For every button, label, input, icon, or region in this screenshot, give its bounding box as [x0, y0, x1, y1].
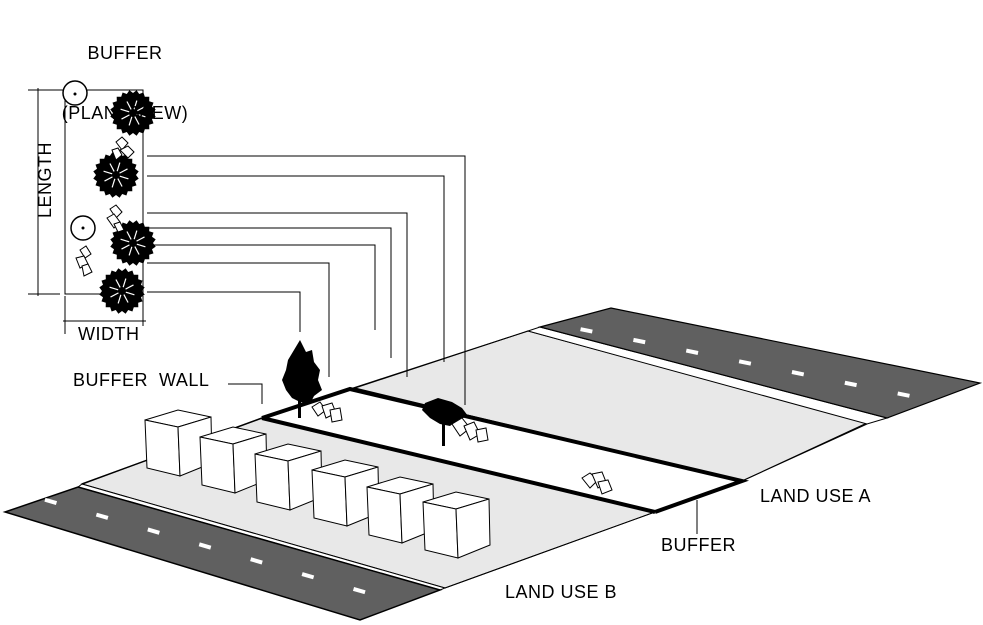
road-b-dash: [301, 572, 315, 580]
iso-tree-spreading: [422, 398, 468, 446]
leader-line: [147, 212, 408, 377]
iso-shrub-cluster-2: [451, 417, 489, 443]
leader-line: [147, 262, 330, 377]
iso-tree-evergreen: [282, 340, 322, 418]
buffer-wall-label: BUFFER WALL: [73, 370, 210, 390]
road-a-dash: [738, 359, 752, 366]
buffer-wall-leader: [228, 383, 263, 404]
plan-deciduous-tree-icon: [62, 80, 88, 106]
leader-line: [147, 244, 376, 330]
road-b-dashes: [44, 497, 366, 595]
road-a-dash: [791, 370, 805, 377]
plan-evergreen-tree-icon: [110, 90, 156, 136]
plan-title-line2: (PLAN VIEW): [61, 103, 189, 123]
leader-line: [147, 155, 466, 405]
road-b-dash: [352, 586, 366, 595]
buffer-wall-far: [261, 386, 750, 514]
road-b-dash: [147, 527, 160, 535]
plan-shrub-cluster-icon: [111, 136, 135, 161]
road-b-dash: [44, 497, 58, 506]
leader-line: [147, 227, 392, 358]
road-a: [537, 307, 983, 419]
land-front-edge-a: [741, 423, 868, 482]
leader-line: [147, 291, 301, 332]
land-use-b-label: LAND USE B: [505, 582, 618, 602]
iso-shrub-cluster: [311, 401, 343, 423]
road-b-dash: [198, 542, 212, 550]
buffer-wall-near: [261, 416, 656, 514]
width-label: WIDTH: [78, 324, 140, 344]
land-front-edge: [444, 511, 656, 589]
land-a-left-edge: [349, 330, 529, 390]
road-b: [2, 486, 443, 621]
road-b-dash: [95, 512, 109, 520]
road-a-dash: [897, 391, 910, 398]
road-b-dash: [250, 557, 263, 565]
land-use-a-label: LAND USE A: [760, 486, 872, 506]
plan-evergreen-tree-icon: [110, 220, 156, 266]
buildings: [144, 409, 491, 559]
building: [422, 491, 491, 559]
road-a-dash: [580, 327, 593, 334]
road-a-dash: [844, 380, 857, 388]
isometric-ground: [2, 307, 983, 621]
plan-title-line1: BUFFER: [87, 43, 163, 63]
plan-shrub-cluster-icon: [106, 204, 125, 233]
length-label: LENGTH: [35, 142, 55, 219]
road-a-dash: [633, 337, 646, 345]
plan-deciduous-tree-icon: [70, 215, 96, 241]
road-a-dash: [685, 348, 699, 355]
buffer-strip: [262, 389, 742, 512]
iso-shrub-cluster-3: [581, 471, 613, 495]
road-a-dashes: [580, 327, 910, 398]
leader-lines: [147, 155, 466, 405]
plan-view: [28, 80, 156, 334]
leader-line: [147, 175, 445, 362]
plan-evergreen-tree-icon: [99, 268, 145, 314]
buffer-plantings: [282, 340, 613, 495]
plan-evergreen-tree-icon: [93, 152, 139, 198]
buffer-label: BUFFER: [661, 535, 736, 555]
plan-view-title: BUFFER (PLAN VIEW): [40, 3, 210, 143]
plan-shrub-cluster-icon: [75, 245, 93, 277]
